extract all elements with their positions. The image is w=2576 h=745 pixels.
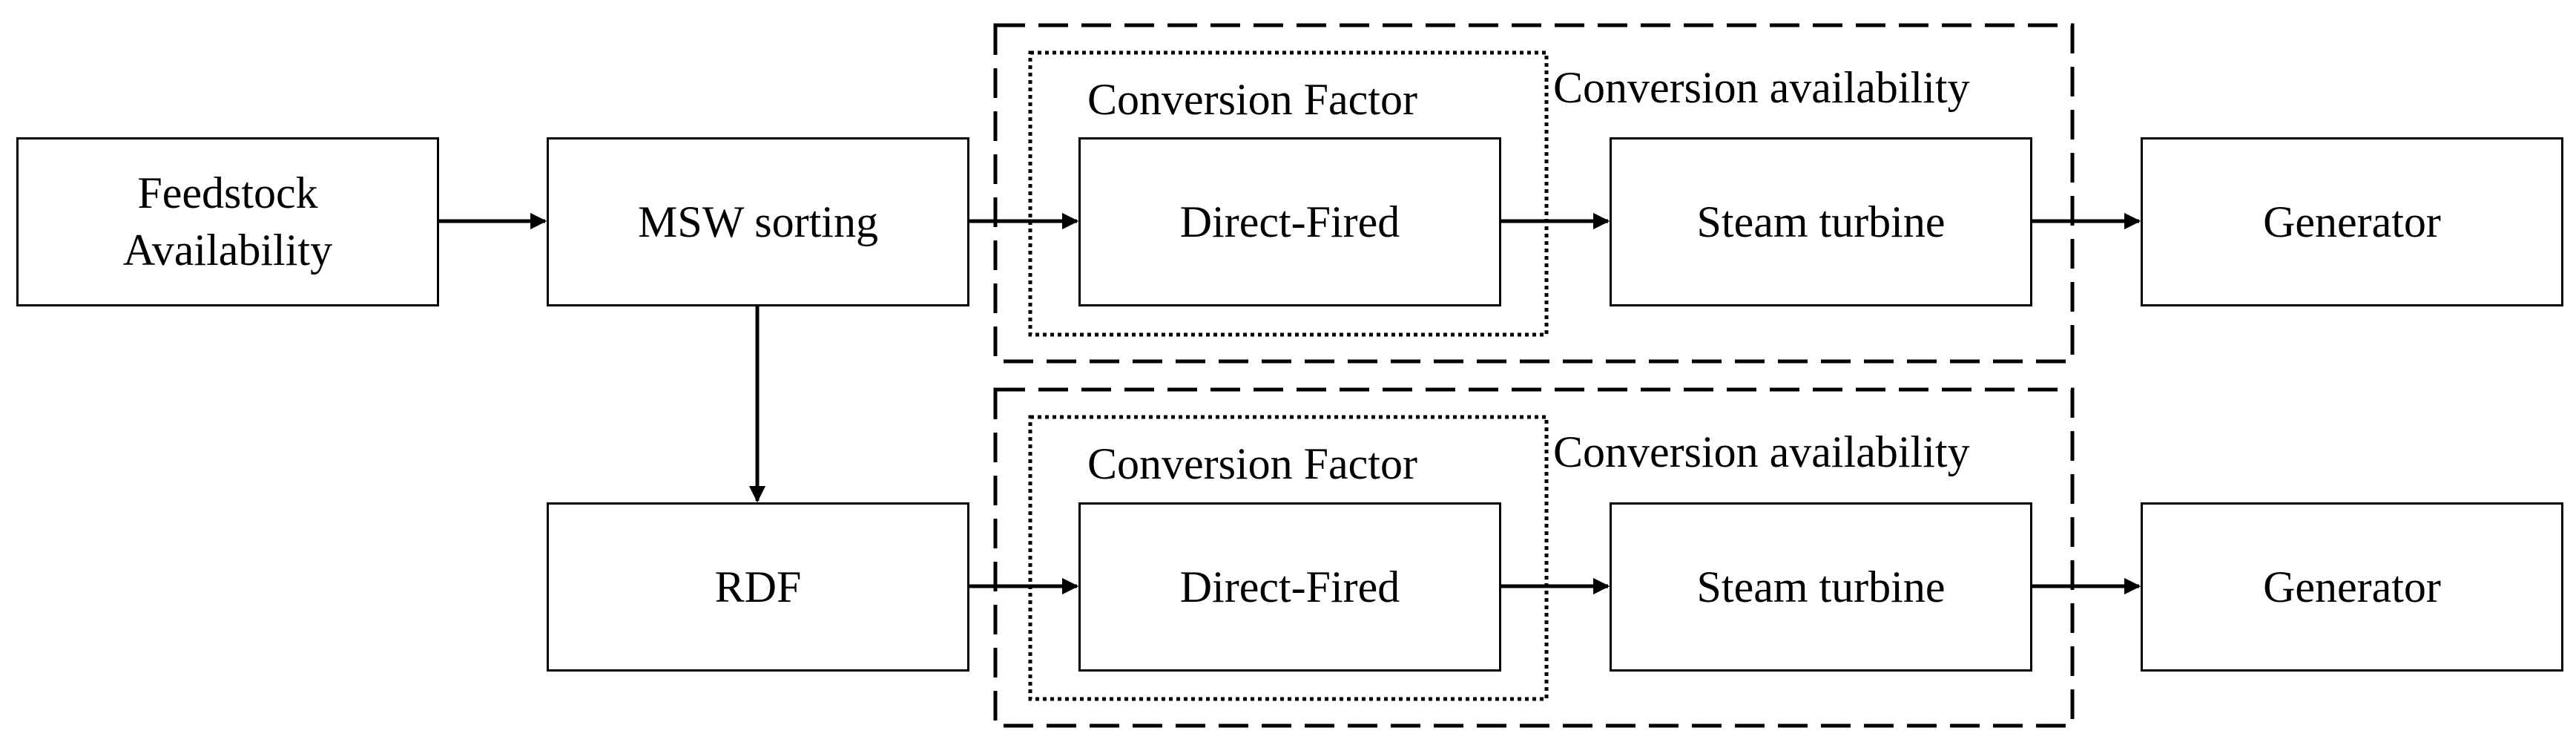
msw-sorting-box: MSW sorting <box>547 137 969 306</box>
conversion-availability-frame-bottom <box>993 387 2075 728</box>
conversion-factor-label-bottom: Conversion Factor <box>1084 442 1420 486</box>
conversion-availability-label-bottom: Conversion availability <box>1550 430 1973 474</box>
direct-fired-box-top: Direct-Fired <box>1078 137 1501 306</box>
conversion-factor-frame-top <box>1028 50 1549 337</box>
steam-turbine-box-top: Steam turbine <box>1610 137 2032 306</box>
feedstock-availability-box: Feedstock Availability <box>16 137 439 306</box>
conversion-factor-label-top: Conversion Factor <box>1084 77 1420 122</box>
generator-box-bottom: Generator <box>2141 502 2563 672</box>
rdf-box: RDF <box>547 502 969 672</box>
direct-fired-box-bottom: Direct-Fired <box>1078 502 1501 672</box>
conversion-availability-frame-top <box>993 23 2075 364</box>
generator-box-top: Generator <box>2141 137 2563 306</box>
conversion-factor-frame-bottom <box>1028 415 1549 701</box>
conversion-availability-label-top: Conversion availability <box>1550 65 1973 110</box>
steam-turbine-box-bottom: Steam turbine <box>1610 502 2032 672</box>
